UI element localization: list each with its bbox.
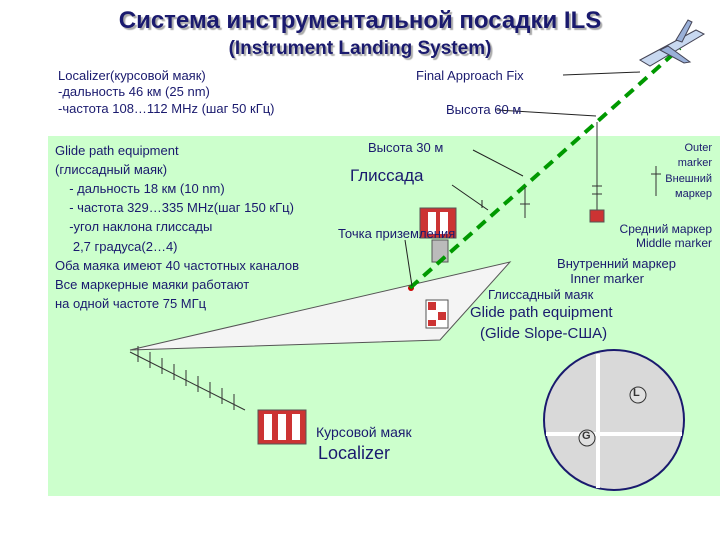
- localizer-info-line: Localizer(курсовой маяк): [58, 68, 206, 83]
- glide-path-building: [419, 207, 457, 329]
- localizer-building: [257, 409, 307, 445]
- final-approach-fix-label: Final Approach Fix: [416, 68, 524, 83]
- localizer-en-label: Localizer: [318, 443, 391, 463]
- instrument-g-letter: G: [582, 430, 591, 442]
- outer-marker-label: маркер: [675, 188, 712, 200]
- page-subtitle: (Instrument Landing System): [228, 38, 492, 59]
- glide-info-line: Оба маяка имеют 40 частотных каналов: [55, 258, 299, 273]
- inner-marker-label: Inner marker: [570, 271, 644, 286]
- height-60-label: Высота 60 м: [446, 102, 522, 117]
- glide-info-line: Glide path equipment: [55, 143, 179, 158]
- localizer-ru-label: Курсовой маяк: [316, 424, 412, 440]
- glide-info-line: (глиссадный маяк): [55, 162, 168, 177]
- aircraft: [638, 19, 706, 67]
- outer-marker-label: Внешний: [665, 173, 712, 185]
- glide-slope-label: Глиссада: [350, 166, 424, 185]
- glide-info-line: Все маркерные маяки работают: [55, 277, 250, 292]
- pointer-lines: [404, 71, 641, 287]
- inner-marker-label: Внутренний маркер: [557, 256, 676, 271]
- outer-marker-label: marker: [677, 157, 712, 169]
- localizer-info-line: -дальность 46 км (25 nm): [58, 84, 210, 99]
- middle-marker-label: Middle marker: [635, 236, 712, 250]
- localizer-antenna-array: [129, 346, 246, 411]
- glide-info-line: 2,7 градуса(2…4): [62, 239, 178, 254]
- height-30-label: Высота 30 м: [368, 140, 444, 155]
- glide-beacon-label: Глиссадный маяк: [488, 287, 594, 302]
- glide-path-line: [408, 46, 682, 290]
- localizer-info-line: -частота 108…112 MHz (шаг 50 кГц): [58, 101, 275, 116]
- glide-info-line: - дальность 18 км (10 nm): [62, 181, 225, 196]
- middle-marker-label: Средний маркер: [619, 222, 712, 236]
- glide-equipment-label: Glide path equipment: [470, 304, 613, 321]
- middle-marker-building: [589, 209, 605, 223]
- instrument-l-letter: L: [633, 387, 640, 399]
- glide-instrument: [543, 349, 685, 491]
- glide-info-line: -угол наклона глиссады: [62, 219, 213, 234]
- glide-info-line: - частота 329…335 MHz(шаг 150 кГц): [62, 200, 294, 215]
- glide-info-line: на одной частоте 75 МГц: [55, 296, 207, 311]
- outer-marker-label: Outer: [684, 142, 712, 154]
- touchdown-point-label: Точка приземления: [338, 226, 456, 241]
- glide-equipment-label: (Glide Slope-США): [480, 325, 608, 342]
- page-title: Система инструментальной посадки ILS: [118, 7, 602, 34]
- marker-masts: [520, 166, 661, 218]
